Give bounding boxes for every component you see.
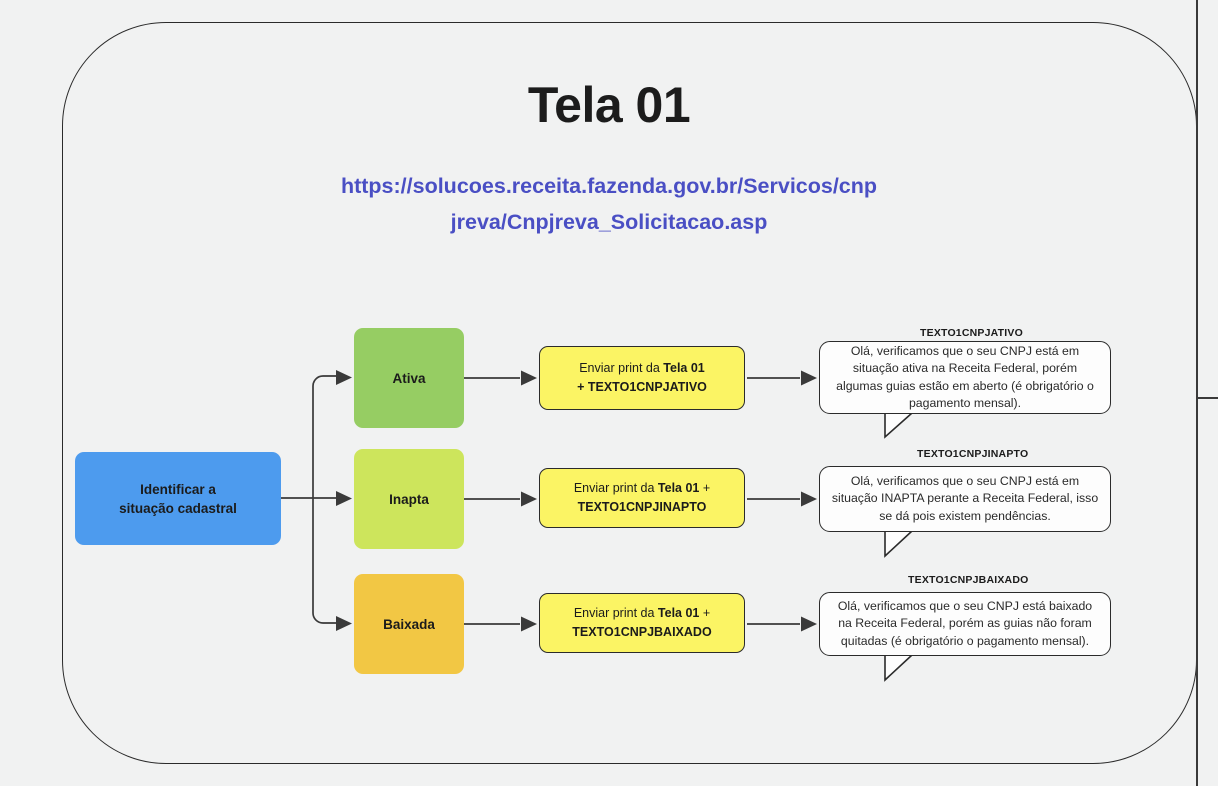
message-bubble-ativo-text: Olá, verificamos que o seu CNPJ está em … [836,343,1094,411]
start-node-label-line2: situação cadastral [119,500,237,516]
action-1-screen: Tela 01 [663,361,705,375]
status-node-ativa[interactable]: Ativa [354,328,464,428]
action-3-plus: + [699,606,711,620]
action-node-inapta[interactable]: Enviar print da Tela 01 + TEXTO1CNPJINAP… [539,468,745,528]
action-3-token: TEXTO1CNPJBAIXADO [572,625,712,639]
message-bubble-inapto: Olá, verificamos que o seu CNPJ está em … [819,466,1111,532]
page-url: https://solucoes.receita.fazenda.gov.br/… [340,174,878,234]
action-node-baixada[interactable]: Enviar print da Tela 01 + TEXTO1CNPJBAIX… [539,593,745,653]
action-1-token: + TEXTO1CNPJATIVO [577,380,707,394]
action-3-screen: Tela 01 [657,606,700,620]
action-1-prefix: Enviar print da [579,361,664,375]
action-2-token: TEXTO1CNPJINAPTO [577,500,707,514]
adjacent-frame-connector-stub [1196,397,1218,399]
status-node-baixada[interactable]: Baixada [354,574,464,674]
bubble-label-inapto: TEXTO1CNPJINAPTO [917,448,1029,460]
status-node-ativa-label: Ativa [392,370,426,386]
action-2-prefix: Enviar print da [573,481,658,495]
status-node-inapta[interactable]: Inapta [354,449,464,549]
message-bubble-baixado: Olá, verificamos que o seu CNPJ está bai… [819,592,1111,656]
action-2-screen: Tela 01 [657,481,700,495]
bubble-label-baixado: TEXTO1CNPJBAIXADO [908,574,1029,586]
action-3-prefix: Enviar print da [573,606,658,620]
message-bubble-inapto-text: Olá, verificamos que o seu CNPJ está em … [831,473,1099,523]
status-node-baixada-label: Baixada [383,616,435,632]
status-node-inapta-label: Inapta [389,491,429,507]
start-node[interactable]: Identificar a situação cadastral [75,452,281,545]
adjacent-frame-edge [1196,0,1198,786]
page-title: Tela 01 [527,77,691,133]
bubble-label-ativo: TEXTO1CNPJATIVO [920,327,1023,339]
message-bubble-baixado-text: Olá, verificamos que o seu CNPJ está bai… [837,598,1093,648]
action-2-plus: + [699,481,711,495]
action-node-ativa[interactable]: Enviar print da Tela 01 + TEXTO1CNPJATIV… [539,346,745,410]
start-node-label-line1: Identificar a [140,481,216,497]
message-bubble-ativo: Olá, verificamos que o seu CNPJ está em … [819,341,1111,414]
